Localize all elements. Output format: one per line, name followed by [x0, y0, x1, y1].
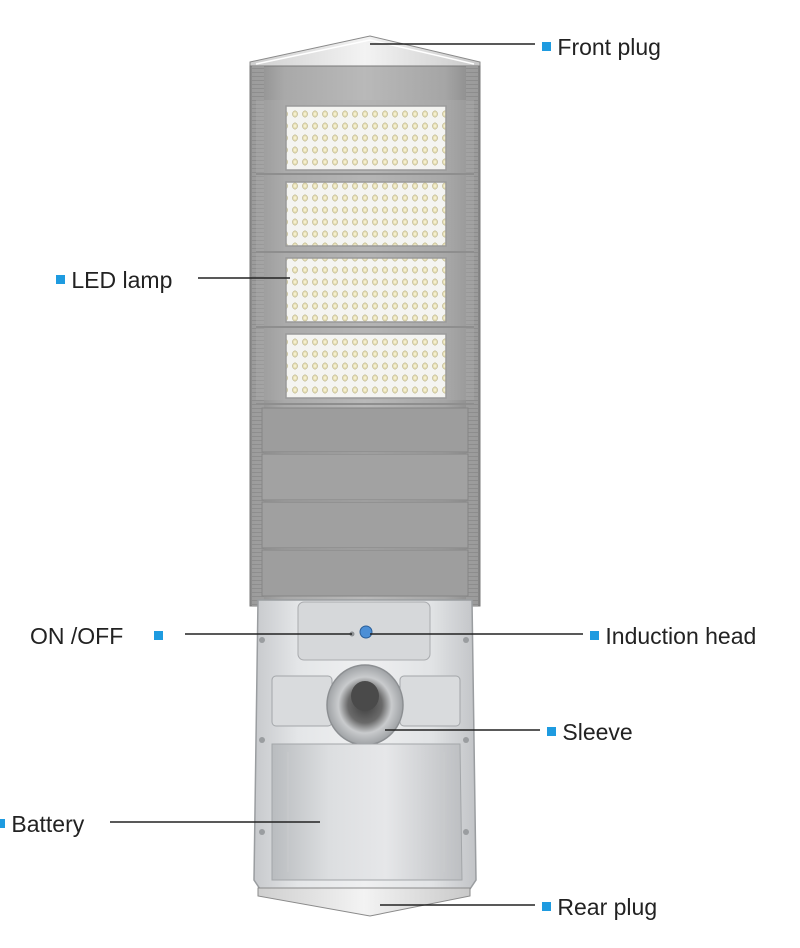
battery-box [271, 743, 463, 881]
label-marker [542, 42, 551, 52]
sleeve-text: Sleeve [562, 718, 633, 745]
label-marker [153, 631, 163, 641]
induction-head-text: Induction head [605, 622, 757, 649]
led-modules [285, 105, 447, 399]
led-lamp-text: LED lamp [71, 266, 173, 293]
label-marker [56, 275, 65, 285]
label-front-plug: Front plug [542, 31, 661, 61]
rear-cap [257, 887, 471, 917]
label-led-lamp: LED lamp [56, 264, 172, 294]
label-marker [590, 631, 599, 641]
label-on-off: ON /OFF [30, 620, 163, 650]
label-marker [542, 902, 551, 912]
label-rear-plug: Rear plug [542, 891, 657, 921]
label-induction-head: Induction head [590, 620, 756, 650]
fin-panels [261, 407, 469, 597]
rear-plug-text: Rear plug [557, 893, 658, 920]
front-plug-text: Front plug [557, 33, 661, 60]
induction-sensor [359, 625, 373, 639]
label-marker [0, 819, 5, 829]
label-battery: Battery [0, 808, 84, 838]
leader-lines [110, 43, 583, 906]
battery-text: Battery [11, 810, 85, 837]
on-off-text: ON /OFF [30, 622, 124, 649]
label-marker [547, 727, 556, 737]
label-sleeve: Sleeve [547, 716, 633, 746]
